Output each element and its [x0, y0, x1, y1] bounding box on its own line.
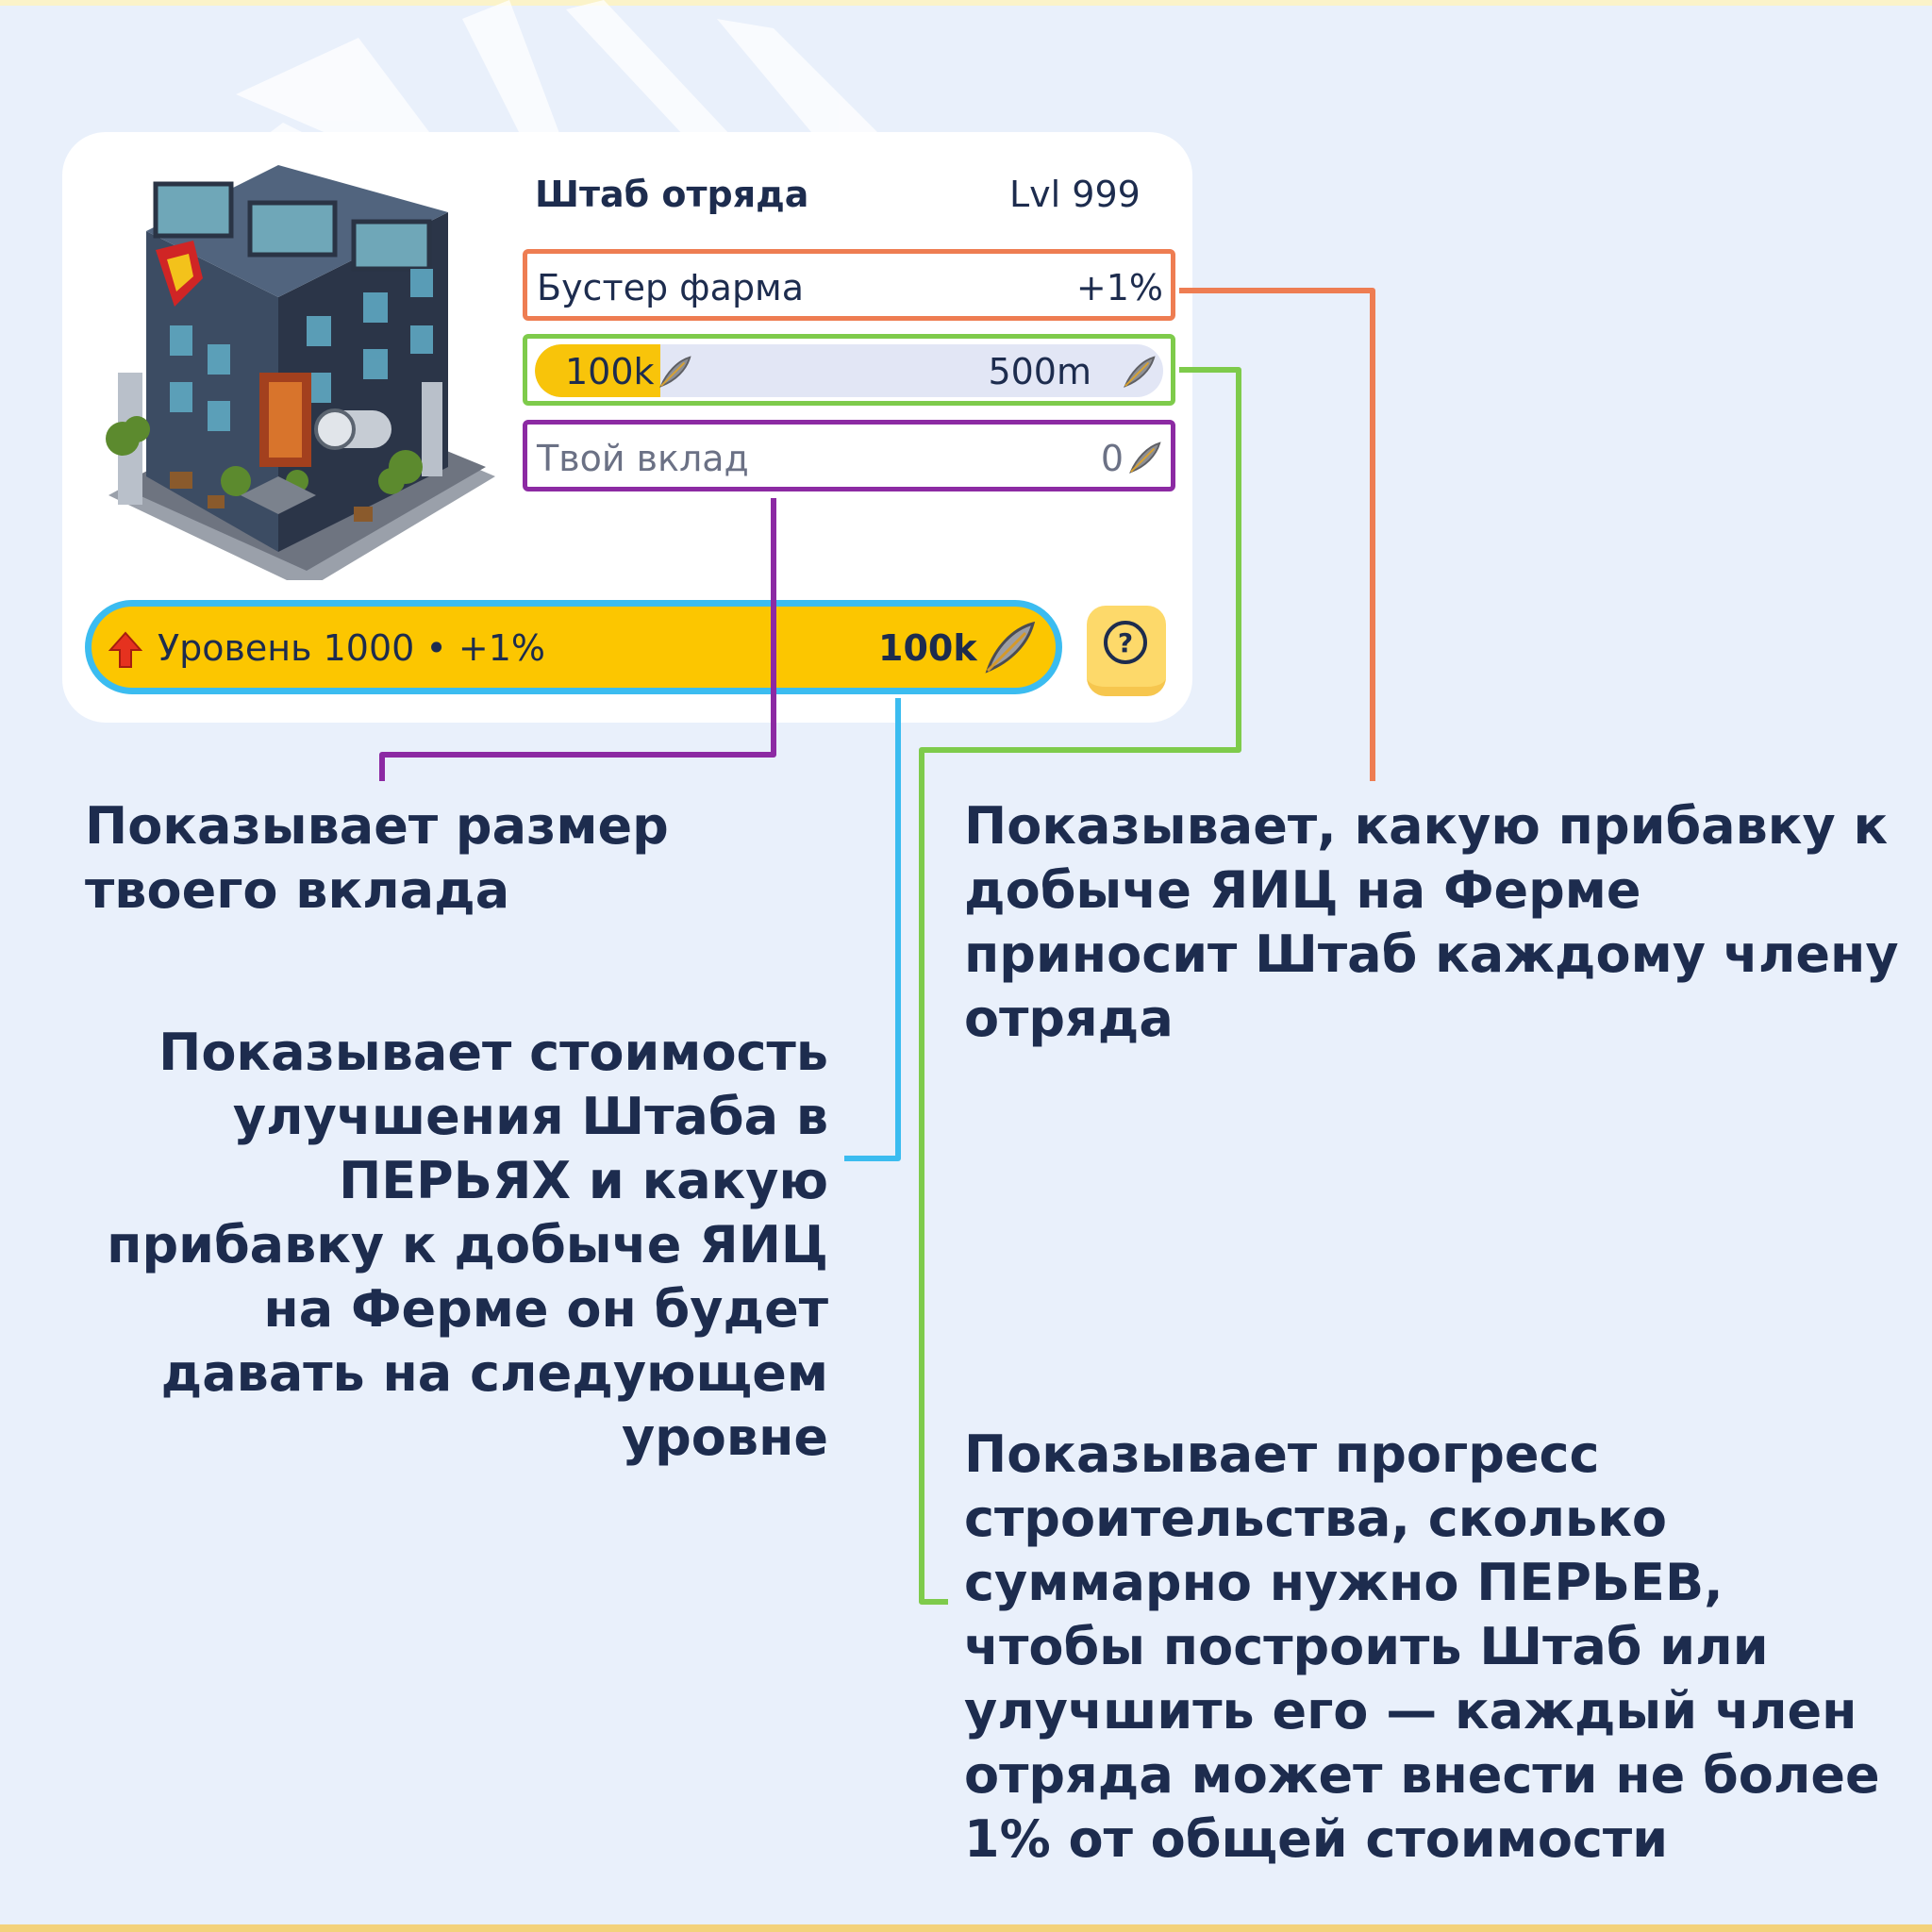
building-title: Штаб отряда: [535, 174, 809, 215]
upgrade-cost: 100k: [878, 627, 977, 669]
help-symbol: ?: [1118, 627, 1133, 658]
build-progress-bar: 100k 500m: [535, 344, 1163, 397]
feather-icon: [1129, 441, 1161, 474]
contribution-value: 0: [1100, 438, 1124, 479]
upgrade-note: Показывает стоимость улучшения Штаба в П…: [107, 1023, 828, 1467]
upgrade-level-label: Уровень 1000 • +1%: [158, 627, 546, 669]
build-progress-fill: [535, 344, 661, 397]
farm-booster-label: Бустер фарма: [537, 267, 805, 308]
feather-icon: [985, 621, 1036, 674]
contribution-label: Твой вклад: [537, 438, 749, 479]
contribution-note: Показывает размер твоего вклада: [85, 796, 669, 920]
farm-booster-value: +1%: [1075, 267, 1163, 308]
progress-total-value: 500m: [988, 351, 1091, 392]
feather-icon: [1124, 356, 1156, 388]
build-progress-row: 100k 500m: [523, 334, 1175, 406]
progress-current-value: 100k: [565, 351, 655, 392]
up-arrow-icon: [108, 631, 142, 668]
progress-note: Показывает прогресс строительства, сколь…: [964, 1424, 1880, 1869]
upgrade-button[interactable]: Уровень 1000 • +1% 100k: [85, 600, 1062, 694]
bottom-accent-line: [0, 1924, 1932, 1932]
help-button[interactable]: ?: [1087, 606, 1166, 696]
building-image: [106, 165, 495, 580]
booster-note: Показывает, какую прибавку к добыче ЯИЦ …: [964, 796, 1899, 1048]
top-accent-line: [0, 0, 1932, 6]
feather-icon: [659, 356, 691, 388]
contribution-row: Твой вклад 0: [523, 420, 1175, 491]
question-icon: ?: [1104, 621, 1147, 664]
sun-rays-decoration: [236, 0, 877, 151]
building-level: Lvl 999: [1009, 174, 1141, 215]
farm-booster-row: Бустер фарма +1%: [523, 249, 1175, 321]
